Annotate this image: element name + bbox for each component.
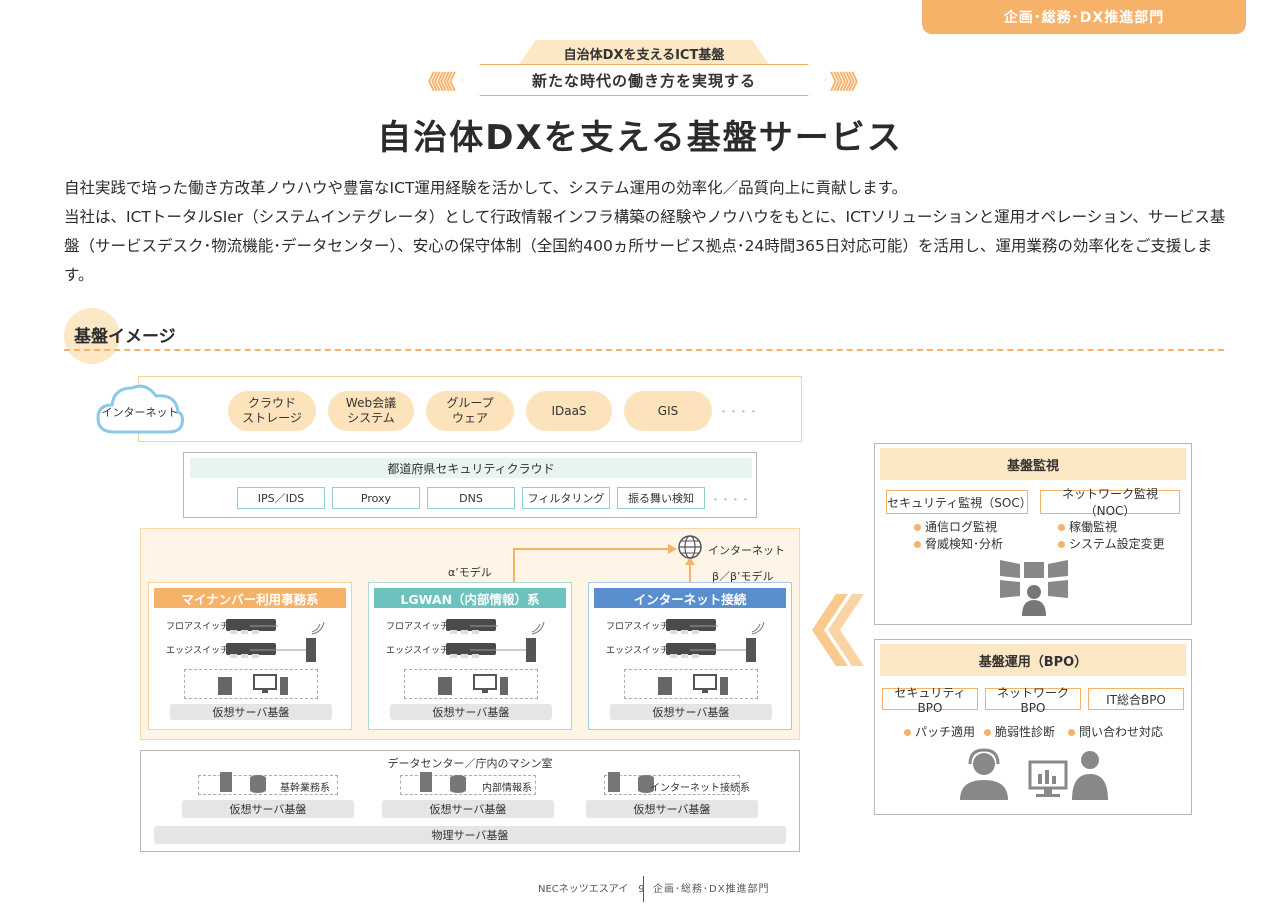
- section-decoration: [64, 308, 120, 364]
- section-divider: [64, 349, 1224, 351]
- beta-model-label: β／β’モデル: [712, 570, 774, 583]
- pc-group-box: [184, 669, 318, 699]
- wifi-router-icon: [250, 621, 325, 662]
- edge-switch-label: エッジスイッチ: [606, 646, 670, 656]
- header-badge-main: 新たな時代の働き方を実現する: [462, 64, 826, 96]
- floor-switch-label: フロアスイッチ: [386, 622, 450, 632]
- pc-group-box: [624, 669, 758, 699]
- datacenter-title: データセンター／庁内のマシン室: [387, 757, 553, 770]
- floor-switch-label: フロアスイッチ: [606, 622, 670, 632]
- dc-system-box: [198, 775, 338, 795]
- dc-system-internal: 内部情報系: [482, 783, 532, 794]
- edge-switch-label: エッジスイッチ: [166, 646, 230, 656]
- pc-icons: [438, 674, 508, 695]
- soc-item-threat: 脅威検知･分析: [914, 535, 1003, 552]
- dc-system-internet: インターネット接続系: [650, 783, 750, 794]
- footer-divider: [643, 876, 644, 902]
- bpo-chip-security: セキュリティBPO: [882, 686, 978, 715]
- bpo-title: 基盤運用（BPO）: [880, 644, 1186, 676]
- monitoring-title: 基盤監視: [880, 448, 1186, 480]
- server-db-icon: [608, 772, 654, 793]
- bpo-item-vuln: 脆弱性診断: [984, 723, 1055, 740]
- zone-internet-title: インターネット接続: [594, 588, 786, 608]
- security-item-filtering: フィルタリング: [522, 487, 610, 509]
- pc-icons: [218, 674, 288, 695]
- intro-paragraph-1: 自社実践で培った働き方改革ノウハウや豊富なICT運用経験を活かして、システム運用…: [64, 179, 908, 197]
- footer-right: 企画･総務･DX推進部門: [653, 884, 770, 895]
- alpha-model-label: α’モデル: [448, 566, 492, 579]
- section-title: 基盤イメージ: [74, 327, 176, 347]
- security-item-dns: DNS: [427, 487, 515, 509]
- internet-cloud-label: インターネット: [101, 406, 179, 419]
- service-groupware: グループ ウェア: [426, 391, 514, 431]
- zone-lgwan-title: LGWAN（内部情報）系: [374, 588, 566, 608]
- chevrons-left-icon: 《《《《: [418, 70, 456, 94]
- floor-switch-label: フロアスイッチ: [166, 622, 230, 632]
- monitor-wall-icon: [1000, 560, 1068, 616]
- floor-switch-icon: [666, 619, 716, 634]
- noc-chip: ネットワーク監視（NOC）: [1040, 487, 1180, 518]
- bpo-item-patch: パッチ適用: [904, 723, 975, 740]
- edge-switch-icon: [226, 643, 276, 658]
- internet-globe-label: インターネット: [708, 544, 785, 557]
- operator-headset-icon: [960, 748, 1008, 800]
- server-db-icon: [420, 772, 466, 793]
- intro-paragraph-2: 当社は、ICTトータルSIer（システムインテグレータ）として行政情報インフラ構…: [64, 208, 1226, 284]
- cloud-icon: [96, 384, 184, 434]
- model-arrows: [513, 535, 702, 583]
- service-cloud-storage: クラウド ストレージ: [228, 391, 316, 431]
- zone-internet-virtual-server: 仮想サーバ基盤: [610, 704, 772, 720]
- security-item-proxy: Proxy: [332, 487, 420, 509]
- more-security-dots: ････: [712, 493, 752, 509]
- security-cloud-title: 都道府県セキュリティクラウド: [190, 458, 752, 478]
- floor-switch-icon: [226, 619, 276, 634]
- bpo-item-inquiry: 問い合わせ対応: [1068, 723, 1163, 740]
- chevron-left-arrow-icon: [812, 594, 864, 666]
- bpo-chip-it: IT総合BPO: [1088, 688, 1184, 710]
- dc-virtual-server-1: 仮想サーバ基盤: [182, 800, 354, 818]
- department-tab: 企画･総務･DX推進部門: [922, 0, 1246, 34]
- noc-item-config: システム設定変更: [1058, 535, 1165, 552]
- header-badge-top: 自治体DXを支えるICT基盤: [518, 40, 770, 66]
- bpo-chip-network: ネットワークBPO: [985, 686, 1081, 715]
- dc-virtual-server-3: 仮想サーバ基盤: [586, 800, 758, 818]
- edge-switch-icon: [666, 643, 716, 658]
- service-gis: GIS: [624, 391, 712, 431]
- analyst-pc-icon: [1028, 751, 1108, 800]
- wifi-router-icon: [690, 621, 765, 662]
- service-idaas: IDaaS: [526, 391, 612, 431]
- security-item-ips-ids: IPS／IDS: [237, 487, 325, 509]
- dc-system-box: [400, 775, 536, 795]
- wifi-router-icon: [470, 621, 545, 662]
- dc-system-box: [604, 775, 740, 795]
- edge-switch-icon: [446, 643, 496, 658]
- server-db-icon: [220, 772, 266, 793]
- zone-mynumber-title: マイナンバー利用事務系: [154, 588, 346, 608]
- pc-group-box: [404, 669, 538, 699]
- security-item-behavior-detection: 振る舞い検知: [617, 487, 705, 509]
- intro-text: 自社実践で培った働き方改革ノウハウや豊富なICT運用経験を活かして、システム運用…: [64, 174, 1234, 290]
- pc-icons: [658, 674, 728, 695]
- footer-left: NECネッツエスアイ 9: [538, 884, 645, 895]
- soc-chip: セキュリティ監視（SOC）: [886, 490, 1032, 514]
- dc-system-core: 基幹業務系: [280, 783, 330, 794]
- service-web-meeting: Web会議 システム: [328, 391, 414, 431]
- soc-item-log: 通信ログ監視: [914, 518, 997, 535]
- noc-item-uptime: 稼働監視: [1058, 518, 1117, 535]
- more-services-dots: ････: [720, 405, 760, 421]
- chevrons-right-icon: 》》》》: [830, 70, 868, 94]
- dc-virtual-server-2: 仮想サーバ基盤: [382, 800, 554, 818]
- zone-mynumber-virtual-server: 仮想サーバ基盤: [170, 704, 332, 720]
- zone-lgwan-virtual-server: 仮想サーバ基盤: [390, 704, 552, 720]
- dc-physical-server: 物理サーバ基盤: [154, 826, 786, 844]
- edge-switch-label: エッジスイッチ: [386, 646, 450, 656]
- floor-switch-icon: [446, 619, 496, 634]
- page-title: 自治体DXを支える基盤サービス: [377, 117, 903, 158]
